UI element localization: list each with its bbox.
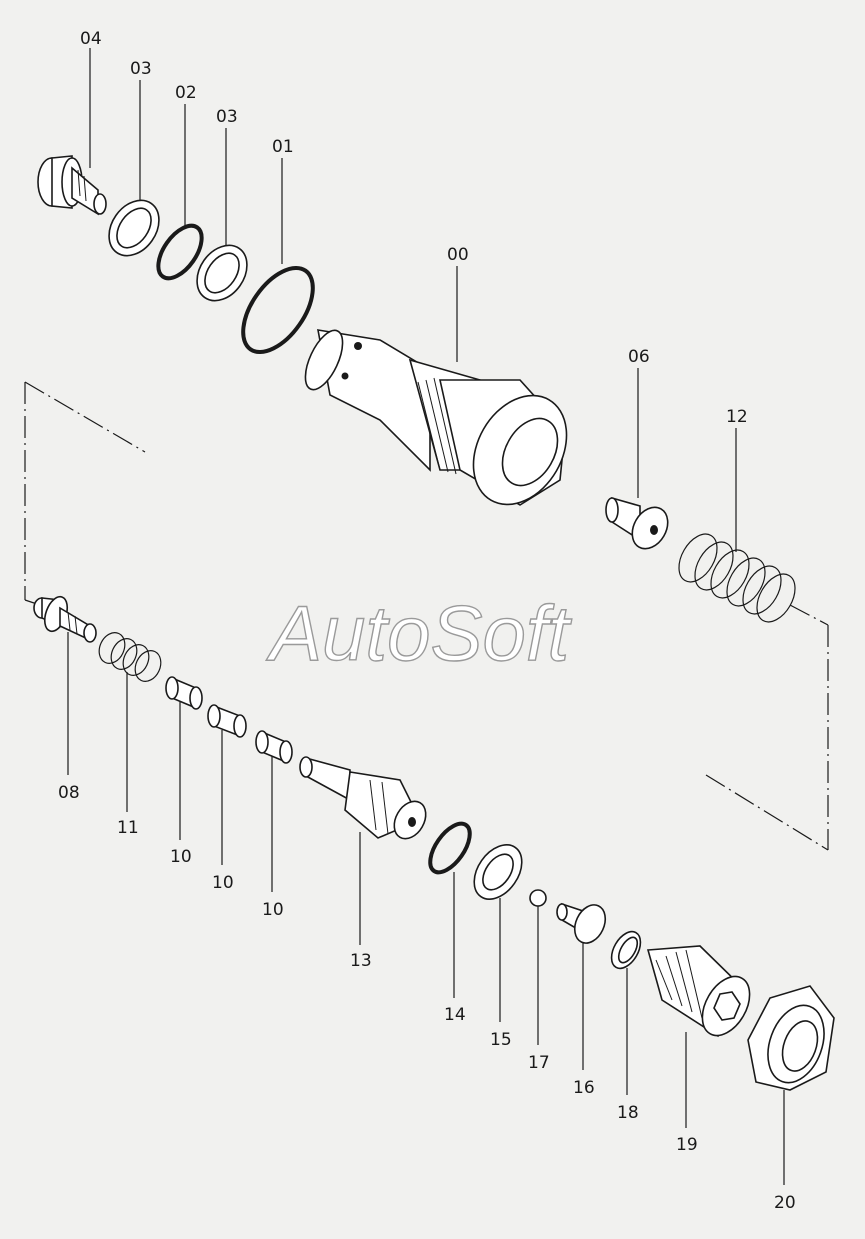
part-10-c xyxy=(255,730,293,764)
label-16: 16 xyxy=(573,1078,595,1098)
label-17: 17 xyxy=(528,1053,550,1073)
part-08 xyxy=(33,595,97,643)
label-01: 01 xyxy=(272,137,294,157)
label-20: 20 xyxy=(774,1193,796,1213)
assembly-axis-lines xyxy=(24,381,829,851)
leader-lines xyxy=(67,48,785,1185)
part-15 xyxy=(473,844,523,900)
label-13: 13 xyxy=(350,951,372,971)
part-03-b xyxy=(196,244,248,302)
part-03-a xyxy=(108,199,160,257)
watermark: AutoSoft xyxy=(266,589,573,677)
label-03-a: 03 xyxy=(130,59,152,79)
part-13 xyxy=(299,756,427,840)
part-02 xyxy=(156,223,204,281)
part-06 xyxy=(605,496,669,550)
label-10-c: 10 xyxy=(262,900,284,920)
label-04: 04 xyxy=(80,29,102,49)
label-10-b: 10 xyxy=(212,873,234,893)
part-04 xyxy=(37,155,107,216)
part-00 xyxy=(304,329,568,506)
part-10-b xyxy=(207,704,247,738)
label-03-b: 03 xyxy=(216,107,238,127)
label-10-a: 10 xyxy=(170,847,192,867)
label-15: 15 xyxy=(490,1030,512,1050)
part-18 xyxy=(610,930,642,970)
part-12 xyxy=(678,533,796,623)
label-14: 14 xyxy=(444,1005,466,1025)
label-08: 08 xyxy=(58,783,80,803)
label-02: 02 xyxy=(175,83,197,103)
part-11 xyxy=(98,632,162,682)
label-00: 00 xyxy=(447,245,469,265)
part-16 xyxy=(556,902,607,944)
label-11: 11 xyxy=(117,818,139,838)
part-14 xyxy=(428,821,472,875)
label-12: 12 xyxy=(726,407,748,427)
label-06: 06 xyxy=(628,347,650,367)
part-10-a xyxy=(165,676,203,710)
label-19: 19 xyxy=(676,1135,698,1155)
part-17 xyxy=(529,889,547,907)
part-20 xyxy=(747,985,835,1091)
part-19 xyxy=(646,945,751,1038)
label-18: 18 xyxy=(617,1103,639,1123)
part-01 xyxy=(241,265,315,355)
